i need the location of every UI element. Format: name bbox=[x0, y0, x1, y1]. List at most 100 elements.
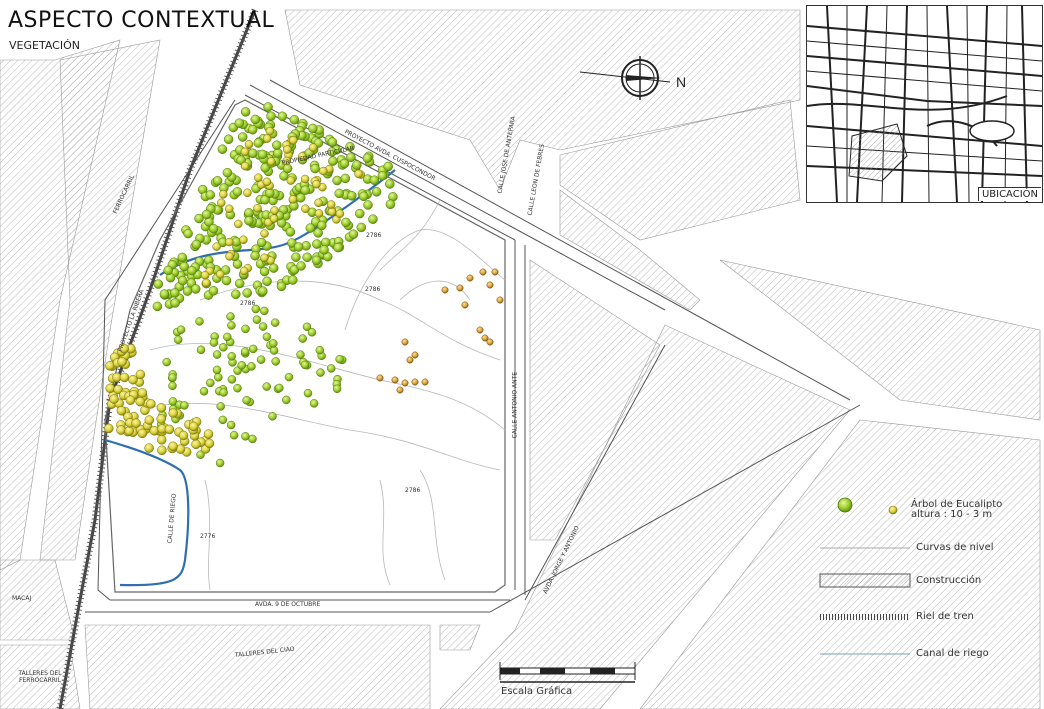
tree-icon bbox=[225, 204, 234, 214]
tree-icon bbox=[262, 177, 272, 187]
tree-icon bbox=[229, 430, 239, 440]
tree-icon bbox=[260, 253, 269, 263]
tree-icon bbox=[296, 261, 306, 271]
tree-icon bbox=[237, 361, 246, 370]
tree-icon bbox=[317, 220, 327, 231]
tree-icon bbox=[200, 270, 210, 280]
tree-icon bbox=[286, 176, 296, 185]
tree-icon bbox=[116, 425, 126, 435]
label-avda-9-de-octubre: AVDA. 9 DE OCTUBRE bbox=[255, 601, 321, 608]
tree-icon bbox=[266, 111, 276, 121]
tree-icon bbox=[300, 360, 310, 370]
tree-icon bbox=[476, 326, 484, 334]
tree-icon bbox=[159, 289, 170, 299]
legend-construction-swatch bbox=[819, 573, 911, 588]
tree-icon bbox=[212, 242, 221, 251]
tree-icon bbox=[335, 354, 344, 364]
tree-icon bbox=[234, 278, 245, 289]
tree-icon bbox=[377, 171, 388, 181]
tree-icon bbox=[327, 207, 337, 217]
tree-icon bbox=[201, 278, 211, 288]
tree-icon bbox=[481, 334, 489, 342]
tree-icon bbox=[242, 288, 252, 298]
tree-icon bbox=[308, 123, 318, 134]
tree-icon bbox=[248, 434, 257, 444]
tree-icon bbox=[385, 199, 396, 210]
tree-icon bbox=[282, 395, 291, 405]
tree-icon bbox=[196, 345, 206, 355]
tree-icon bbox=[348, 229, 359, 239]
tree-icon bbox=[303, 388, 313, 398]
tree-icon bbox=[247, 362, 256, 371]
tree-icon bbox=[124, 426, 134, 436]
tree-icon bbox=[270, 318, 280, 327]
tree-icon bbox=[109, 394, 119, 404]
tree-icon bbox=[352, 160, 362, 170]
tree-icon bbox=[225, 252, 234, 261]
tree-icon bbox=[253, 138, 264, 148]
tree-icon bbox=[291, 252, 301, 262]
tree-icon bbox=[226, 312, 235, 321]
tree-icon bbox=[225, 237, 234, 247]
tree-icon bbox=[168, 381, 177, 391]
tree-icon bbox=[227, 375, 237, 384]
tree-icon bbox=[244, 140, 254, 149]
tree-icon bbox=[260, 306, 269, 316]
graphic-scale-bar bbox=[499, 662, 636, 683]
tree-icon bbox=[240, 147, 250, 157]
tree-icon bbox=[326, 200, 336, 209]
tree-icon bbox=[135, 396, 145, 407]
tree-icon bbox=[251, 304, 261, 314]
tree-icon bbox=[258, 322, 268, 331]
road-lines bbox=[85, 79, 861, 613]
tree-icon bbox=[234, 118, 245, 128]
tree-icon bbox=[300, 174, 310, 184]
tree-icon bbox=[282, 156, 291, 166]
tree-icon bbox=[137, 388, 148, 398]
tree-icon bbox=[219, 343, 228, 352]
tree-icon bbox=[312, 239, 322, 249]
tree-icon bbox=[319, 245, 329, 255]
tree-icon bbox=[411, 351, 419, 359]
legend-tree-small-icon bbox=[888, 505, 898, 515]
tree-icon bbox=[104, 423, 114, 434]
tree-icon bbox=[240, 347, 250, 356]
tree-icon bbox=[179, 261, 189, 272]
tree-icon bbox=[327, 147, 337, 157]
tree-icon bbox=[263, 102, 273, 112]
tree-icon bbox=[227, 352, 236, 361]
tree-icon bbox=[149, 426, 160, 436]
contour-label: 2786 bbox=[365, 286, 381, 293]
tree-icon bbox=[363, 200, 373, 210]
tree-icon bbox=[215, 270, 225, 279]
tree-icon bbox=[223, 134, 234, 145]
tree-icon bbox=[164, 424, 175, 435]
tree-icon bbox=[214, 373, 223, 382]
tree-icon bbox=[248, 148, 258, 159]
tree-icon bbox=[406, 356, 414, 364]
tree-icon bbox=[358, 191, 369, 202]
tree-icon bbox=[227, 321, 236, 330]
compass-rose-icon bbox=[579, 56, 671, 100]
tree-icon bbox=[333, 242, 343, 253]
tree-icon bbox=[411, 378, 419, 386]
tree-icon bbox=[254, 173, 263, 182]
tree-icon bbox=[265, 126, 275, 136]
tree-icon bbox=[298, 334, 307, 343]
tree-icon bbox=[253, 203, 262, 213]
tree-icon bbox=[328, 156, 338, 166]
tree-icon bbox=[332, 175, 342, 186]
tree-icon bbox=[355, 208, 365, 219]
tree-icon bbox=[240, 161, 250, 171]
tree-icon bbox=[354, 169, 363, 179]
tree-icon bbox=[237, 132, 248, 142]
tree-icon bbox=[297, 152, 307, 161]
tree-icon bbox=[173, 335, 183, 345]
tree-icon bbox=[260, 163, 270, 173]
tree-icon bbox=[203, 429, 214, 439]
tree-icon bbox=[332, 384, 342, 394]
tree-icon bbox=[262, 332, 272, 342]
tree-icon bbox=[209, 338, 219, 347]
tree-icon bbox=[239, 266, 249, 276]
